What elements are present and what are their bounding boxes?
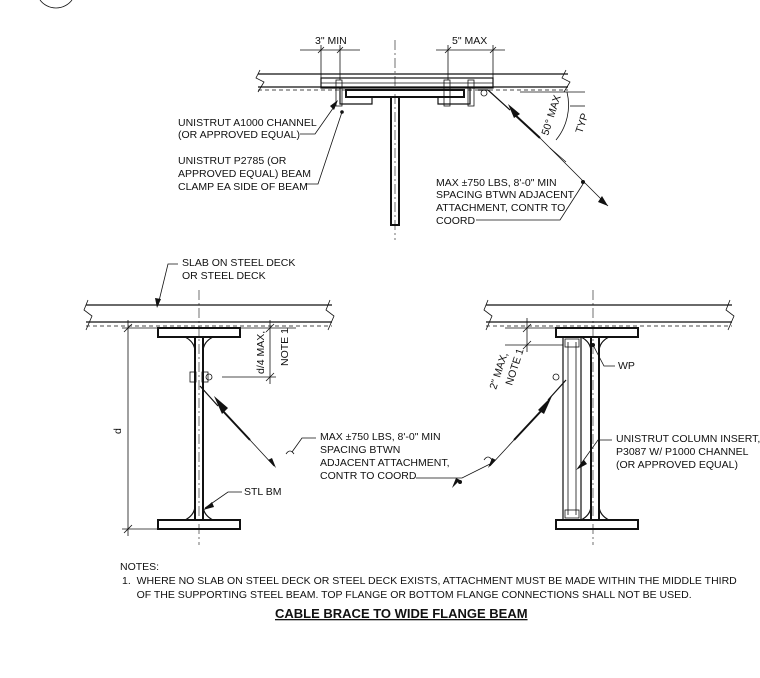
- right-slab: [483, 299, 735, 331]
- dim-3-min: 3" MIN: [300, 35, 360, 80]
- left-cable-brace: [189, 371, 276, 468]
- svg-text:5" MAX: 5" MAX: [452, 35, 487, 47]
- right-column-insert: [562, 336, 582, 521]
- left-detail: d/4 MAX, NOTE 1 d SLAB ON STEEL DECK OR …: [83, 257, 450, 545]
- dim-d: d: [112, 320, 158, 536]
- svg-text:(OR APPROVED EQUAL): (OR APPROVED EQUAL): [178, 129, 300, 141]
- notes: NOTES: 1. WHERE NO SLAB ON STEEL DECK OR…: [120, 561, 737, 601]
- notes-heading: NOTES:: [120, 561, 159, 573]
- svg-text:UNISTRUT COLUMN INSERT,: UNISTRUT COLUMN INSERT,: [616, 433, 760, 445]
- wp-label: WP: [591, 343, 635, 372]
- detail-title: CABLE BRACE TO WIDE FLANGE BEAM: [275, 606, 528, 621]
- svg-text:ATTACHMENT, CONTR TO: ATTACHMENT, CONTR TO: [436, 202, 565, 214]
- right-detail: 2" MAX, NOTE 1 WP UNISTRUT COLUMN INSERT…: [416, 290, 760, 545]
- callout-channel: UNISTRUT A1000 CHANNEL (OR APPROVED EQUA…: [178, 100, 338, 141]
- top-slab: [255, 69, 571, 93]
- svg-text:STL BM: STL BM: [244, 486, 282, 498]
- top-cable-brace: [478, 89, 609, 207]
- dim-2-max: 2" MAX, NOTE 1: [487, 318, 563, 391]
- svg-text:WP: WP: [618, 360, 635, 372]
- right-beam: [555, 327, 639, 530]
- svg-text:UNISTRUT P2785 (OR: UNISTRUT P2785 (OR: [178, 155, 287, 167]
- right-cable-brace: [488, 373, 567, 468]
- svg-text:COORD: COORD: [436, 215, 476, 227]
- top-beam-clamp-right: [437, 79, 475, 107]
- left-slab: [83, 299, 335, 331]
- svg-text:CONTR TO COORD: CONTR TO COORD: [320, 470, 417, 482]
- callout-max-top: MAX ±750 LBS, 8'-0" MIN SPACING BTWN ADJ…: [436, 177, 584, 227]
- svg-text:ADJACENT ATTACHMENT,: ADJACENT ATTACHMENT,: [320, 457, 450, 469]
- callout-max-leader: [416, 456, 493, 488]
- svg-text:OR STEEL DECK: OR STEEL DECK: [182, 270, 266, 282]
- svg-text:NOTE 1: NOTE 1: [503, 347, 526, 387]
- note-1-line-1: 1. WHERE NO SLAB ON STEEL DECK OR STEEL …: [122, 575, 737, 587]
- top-beam-clamp-left: [335, 79, 373, 107]
- svg-text:d: d: [112, 428, 124, 434]
- svg-text:P3087 W/ P1000 CHANNEL: P3087 W/ P1000 CHANNEL: [616, 446, 749, 458]
- callout-max-left: MAX ±750 LBS, 8'-0" MIN SPACING BTWN ADJ…: [285, 431, 450, 482]
- svg-text:UNISTRUT A1000 CHANNEL: UNISTRUT A1000 CHANNEL: [178, 117, 317, 129]
- dim-5-max: 5" MAX: [436, 35, 505, 80]
- left-beam: [157, 327, 241, 530]
- angle-label: 50° MAX: [539, 94, 563, 137]
- svg-text:APPROVED EQUAL) BEAM: APPROVED EQUAL) BEAM: [178, 168, 311, 180]
- svg-text:MAX ±750 LBS, 8'-0" MIN: MAX ±750 LBS, 8'-0" MIN: [436, 177, 557, 189]
- callout-insert: UNISTRUT COLUMN INSERT, P3087 W/ P1000 C…: [576, 433, 760, 471]
- callout-clamp: UNISTRUT P2785 (OR APPROVED EQUAL) BEAM …: [178, 110, 344, 193]
- callout-stl-bm: STL BM: [203, 486, 282, 510]
- svg-text:NOTE 1: NOTE 1: [279, 328, 291, 366]
- svg-text:d/4 MAX,: d/4 MAX,: [255, 331, 267, 374]
- svg-text:SPACING BTWN: SPACING BTWN: [320, 444, 400, 456]
- top-detail: 50° MAX TYP 3" MIN 5" MAX UNISTRUT A1000…: [39, 0, 609, 240]
- svg-text:MAX ±750 LBS, 8'-0" MIN: MAX ±750 LBS, 8'-0" MIN: [320, 431, 441, 443]
- note-1-line-2: OF THE SUPPORTING STEEL BEAM. TOP FLANGE…: [122, 589, 692, 601]
- svg-text:(OR APPROVED EQUAL): (OR APPROVED EQUAL): [616, 459, 738, 471]
- callout-slab: SLAB ON STEEL DECK OR STEEL DECK: [155, 257, 295, 308]
- svg-text:SLAB ON STEEL DECK: SLAB ON STEEL DECK: [182, 257, 295, 269]
- dim-d4-max: d/4 MAX, NOTE 1: [222, 320, 296, 384]
- top-angle-indicator: 50° MAX TYP: [520, 91, 591, 163]
- typ-label: TYP: [573, 112, 591, 135]
- svg-text:CLAMP EA SIDE OF BEAM: CLAMP EA SIDE OF BEAM: [178, 181, 308, 193]
- top-beam: [345, 40, 465, 240]
- svg-text:3" MIN: 3" MIN: [315, 35, 347, 47]
- svg-text:SPACING BTWN ADJACENT: SPACING BTWN ADJACENT: [436, 189, 575, 201]
